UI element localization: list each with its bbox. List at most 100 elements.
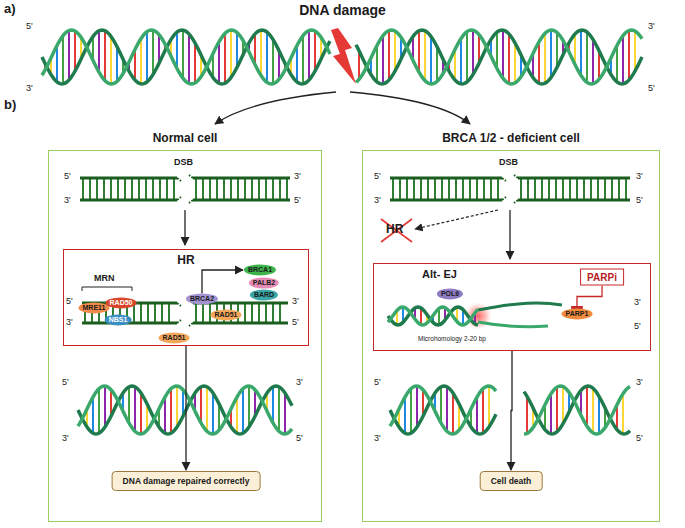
base-pair bbox=[272, 387, 274, 423]
dna-strand bbox=[80, 177, 177, 180]
flow-arrow bbox=[511, 351, 512, 470]
base-pair bbox=[406, 178, 408, 200]
base-pair bbox=[569, 178, 571, 200]
node-text: BRCA2 bbox=[190, 295, 214, 303]
dna-strand bbox=[390, 199, 502, 202]
base-pair bbox=[216, 178, 218, 200]
base-pair bbox=[420, 178, 422, 200]
base-pair bbox=[586, 32, 588, 82]
base-pair bbox=[496, 32, 498, 68]
base-pair bbox=[223, 178, 225, 200]
strand-end: 5' bbox=[292, 318, 299, 328]
base-pair bbox=[140, 39, 142, 84]
base-pair bbox=[74, 31, 76, 71]
base-pair bbox=[446, 387, 448, 431]
base-pair bbox=[188, 34, 190, 84]
node-text: Cell death bbox=[491, 476, 532, 486]
strand-end: 5' bbox=[636, 434, 643, 444]
base-pair bbox=[548, 178, 550, 200]
strand-end: 5' bbox=[648, 84, 655, 94]
base-pair bbox=[462, 178, 464, 200]
broken-end bbox=[177, 197, 193, 203]
dna-strand bbox=[524, 386, 630, 434]
broken-end bbox=[502, 175, 518, 181]
base-pair bbox=[138, 178, 140, 200]
dna-strand bbox=[42, 30, 330, 84]
strand-end: 3' bbox=[66, 318, 73, 328]
strand-end: 5' bbox=[66, 297, 73, 307]
base-pair bbox=[469, 178, 471, 200]
protein: PARP1 bbox=[562, 308, 593, 319]
base-pair bbox=[483, 178, 485, 200]
base-pair bbox=[140, 303, 142, 323]
base-pair bbox=[550, 30, 552, 78]
base-pair bbox=[278, 387, 280, 431]
base-pair bbox=[598, 396, 600, 433]
base-pair bbox=[237, 178, 239, 200]
strand-end: 3' bbox=[634, 298, 641, 308]
protein: POLθ bbox=[437, 288, 463, 299]
base-pair bbox=[110, 36, 112, 84]
base-pair bbox=[170, 389, 172, 433]
base-pair bbox=[110, 178, 112, 200]
base-pair bbox=[124, 178, 126, 200]
base-pair bbox=[410, 389, 412, 433]
flow-arrow bbox=[202, 270, 243, 293]
base-pair bbox=[62, 36, 64, 84]
node-text: RAD51 bbox=[163, 334, 186, 342]
cell-panel: MRE11RAD50NBS1RAD51BRCA2RAD51BRCA1PALB2B… bbox=[48, 150, 322, 522]
flow-arrow bbox=[184, 210, 185, 245]
base-pair bbox=[514, 43, 516, 83]
strand-end: 3' bbox=[64, 196, 71, 206]
dna-strand bbox=[42, 30, 330, 84]
cross-mark bbox=[381, 219, 412, 242]
base-pair bbox=[173, 178, 175, 200]
base-pair bbox=[597, 178, 599, 200]
base-pair bbox=[314, 31, 316, 71]
base-pair bbox=[194, 43, 196, 83]
base-pair bbox=[555, 178, 557, 200]
base-pair bbox=[508, 34, 510, 84]
protein: PALB2 bbox=[249, 277, 279, 288]
base-pair bbox=[202, 178, 204, 200]
node-text: HR bbox=[64, 250, 308, 267]
figure-title: DNA damage bbox=[0, 2, 685, 18]
node-text: NBS1 bbox=[109, 316, 128, 324]
strand-end: 5' bbox=[64, 172, 71, 182]
panel-heading: BRCA 1/2 - deficient cell bbox=[363, 131, 659, 145]
base-pair bbox=[166, 178, 168, 200]
strand-end: 3' bbox=[374, 196, 381, 206]
protein: BRCA1 bbox=[244, 264, 276, 275]
broken-end bbox=[502, 197, 518, 203]
base-pair bbox=[145, 178, 147, 200]
base-pair bbox=[490, 178, 492, 200]
base-pair bbox=[526, 396, 528, 433]
base-pair bbox=[218, 42, 220, 83]
base-pair bbox=[209, 178, 211, 200]
dna-strand bbox=[390, 177, 502, 180]
base-pair bbox=[230, 30, 232, 78]
base-pair bbox=[117, 178, 119, 200]
dna-strand bbox=[388, 307, 478, 325]
node-text: BRCA1 bbox=[248, 266, 272, 274]
base-pair bbox=[625, 178, 627, 200]
base-pair bbox=[195, 178, 197, 200]
dna-strand bbox=[388, 307, 478, 325]
base-pair bbox=[244, 178, 246, 200]
base-pair bbox=[520, 178, 522, 200]
microhomology-label: Microhomology 2-20 bp bbox=[418, 335, 486, 342]
base-pair bbox=[622, 36, 624, 84]
base-pair bbox=[258, 178, 260, 200]
base-pair bbox=[488, 386, 490, 427]
protein: RAD50 bbox=[106, 297, 137, 308]
strand-end: 5' bbox=[636, 196, 643, 206]
base-pair bbox=[258, 303, 260, 323]
strand-end: 5' bbox=[374, 172, 381, 182]
base-pair bbox=[430, 36, 432, 84]
base-pair bbox=[440, 387, 442, 423]
broken-end bbox=[177, 320, 193, 326]
base-pair bbox=[134, 387, 136, 431]
base-pair bbox=[152, 178, 154, 200]
